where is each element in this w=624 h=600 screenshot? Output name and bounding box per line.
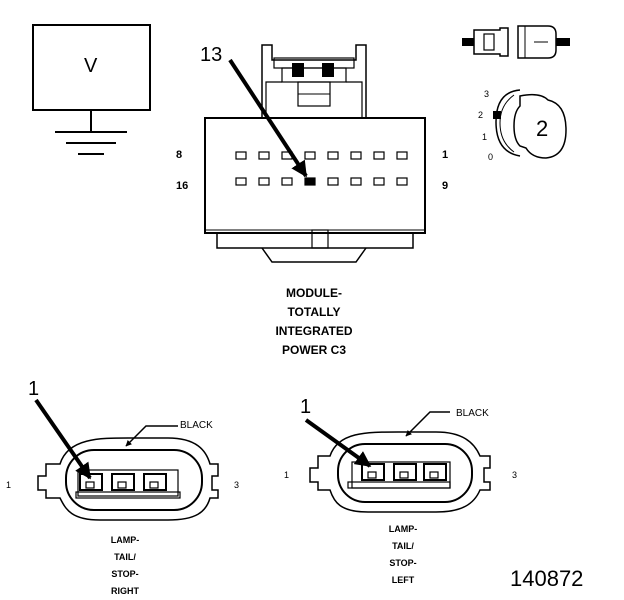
module-caption-line: POWER C3 [281,343,346,357]
probe-tool-icon [462,25,570,59]
module-caption-line: TOTALLY [287,305,341,319]
lamp-left-callout-number: 1 [300,396,312,418]
figure-id: 140872 [510,566,584,591]
lamp-right-color-label: BLACK [180,420,213,431]
module-caption-line: MODULE- [286,286,342,300]
lamp-right-pin-left: 1 [6,480,12,490]
module-pin-label-bottom-right: 9 [442,180,449,192]
lamp-left-caption-line: LAMP- [388,524,418,534]
inset-position-1: 1 [482,132,488,142]
lamp-left-caption-line: STOP- [389,558,417,568]
lamp-right-caption: LAMP- TAIL/ STOP- RIGHT [90,532,160,600]
lamp-left-color-leader [405,411,450,437]
lamp-left-pin-right: 3 [512,470,518,480]
inset-position-3: 3 [484,89,490,99]
module-pin-label-top-left: 8 [176,149,183,161]
module-caption-line: INTEGRATED [275,324,353,338]
lamp-left-caption: LAMP- TAIL/ STOP- LEFT [368,521,438,589]
lamp-left-caption-line: LEFT [391,575,415,585]
lamp-left-connector [309,431,491,513]
lamp-right-caption-line: TAIL/ [114,552,136,562]
module-callout-arrow [228,58,308,178]
lamp-right-caption-line: LAMP- [110,535,140,545]
inset-position-0: 0 [488,152,494,162]
cavity-row-top [235,151,408,160]
lamp-right-callout-number: 1 [28,378,40,400]
inset-position-2: 2 [478,110,484,120]
lamp-right-color-leader [125,425,178,447]
lamp-right-pin-right: 3 [234,480,240,490]
lamp-left-callout-arrow [304,418,372,468]
module-pin-label-bottom-left: 16 [176,180,189,192]
voltmeter-label: V [84,55,98,77]
lamp-right-caption-line: RIGHT [111,586,139,596]
lamp-right-caption-line: STOP- [111,569,139,579]
rotary-key-icon [493,89,567,159]
module-caption: MODULE- TOTALLY INTEGRATED POWER C3 [254,284,374,360]
lamp-left-pin-left: 1 [284,470,290,480]
module-callout-number: 13 [200,44,223,66]
lamp-left-color-label: BLACK [456,408,489,419]
voltmeter-symbol [32,24,151,155]
lamp-right-connector [37,437,219,521]
module-connector [204,44,426,263]
module-pin-label-top-right: 1 [442,149,449,161]
cavity-row-bottom [235,177,408,186]
lamp-right-callout-arrow [34,398,92,480]
lamp-left-caption-line: TAIL/ [392,541,414,551]
cavity-13 [304,177,316,186]
inset-knob-label: 2 [536,116,549,141]
